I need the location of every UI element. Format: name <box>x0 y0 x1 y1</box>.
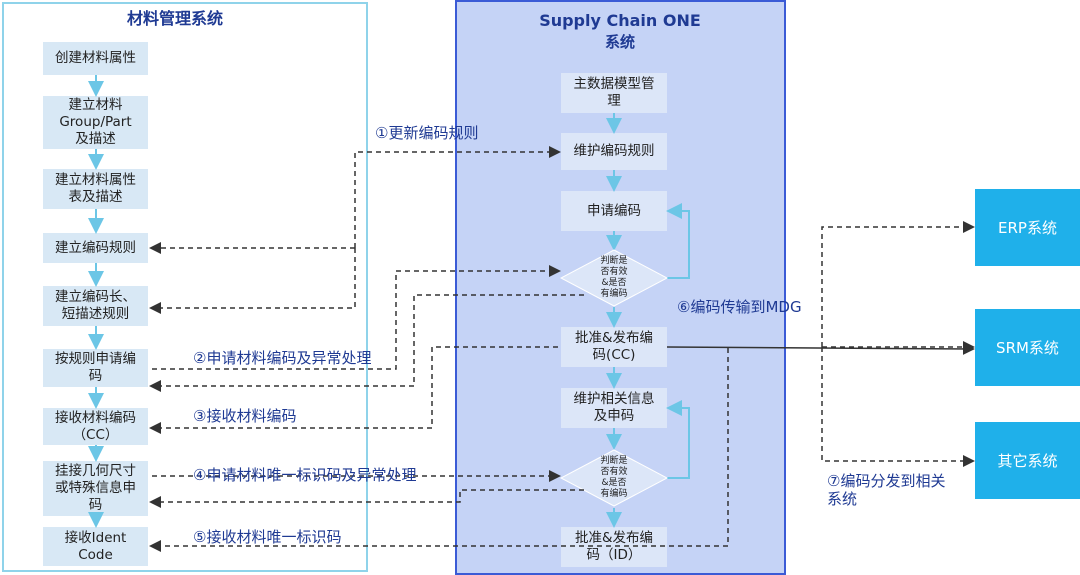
left-step-7: 接收材料编码 （CC） <box>43 408 148 445</box>
flow-label-5: ⑤接收材料唯一标识码 <box>193 528 342 546</box>
left-step-1: 创建材料属性 <box>43 42 148 75</box>
flow-label-1: ①更新编码规则 <box>375 124 479 142</box>
decision-2-text: 判断是 否有效 &是否 有编码 <box>600 456 628 499</box>
flow-label-2: ②申请材料编码及异常处理 <box>193 349 372 367</box>
left-step-6: 按规则申请编 码 <box>43 349 148 387</box>
decision-diamond-1 <box>559 249 669 307</box>
flow-label-7: ⑦编码分发到相关 系统 <box>827 472 946 508</box>
left-step-5: 建立编码长、 短描述规则 <box>43 286 148 326</box>
srm-system-box: SRM系统 <box>975 309 1080 386</box>
left-step-8: 挂接几何尺寸 或特殊信息申 码 <box>43 461 148 516</box>
right-step-approve-id: 批准&发布编 码（ID） <box>561 527 667 567</box>
right-panel-title-line2: 系统 <box>604 33 635 51</box>
right-step-approve-cc: 批准&发布编 码(CC) <box>561 327 667 367</box>
flow-label-6: ⑥编码传输到MDG <box>677 298 802 316</box>
decision-loop-arrows <box>666 203 690 479</box>
right-step-maintain-rules: 维护编码规则 <box>561 133 667 170</box>
right-step-maintain-info: 维护相关信息 及申码 <box>561 388 667 428</box>
decision-1-text: 判断是 否有效 &是否 有编码 <box>600 256 628 299</box>
left-step-2: 建立材料 Group/Part 及描述 <box>43 96 148 149</box>
left-step-4: 建立编码规则 <box>43 233 148 263</box>
right-step-apply-code: 申请编码 <box>561 191 667 231</box>
decision-diamond-2 <box>559 449 669 507</box>
left-step-9: 接收Ident Code <box>43 527 148 566</box>
left-panel-title: 材料管理系统 <box>126 9 223 28</box>
mdg-transfer-line <box>666 342 975 355</box>
other-system-box: 其它系统 <box>975 422 1080 499</box>
left-step-3: 建立材料属性 表及描述 <box>43 169 148 209</box>
dashed-flow-lines <box>149 146 975 552</box>
flow-label-4: ④申请材料唯一标识码及异常处理 <box>193 466 417 484</box>
erp-system-box: ERP系统 <box>975 189 1080 266</box>
flow-label-3: ③接收材料编码 <box>193 407 297 425</box>
right-step-model-mgmt: 主数据模型管 理 <box>561 73 667 113</box>
right-panel-title-line1: Supply Chain ONE <box>539 11 701 30</box>
